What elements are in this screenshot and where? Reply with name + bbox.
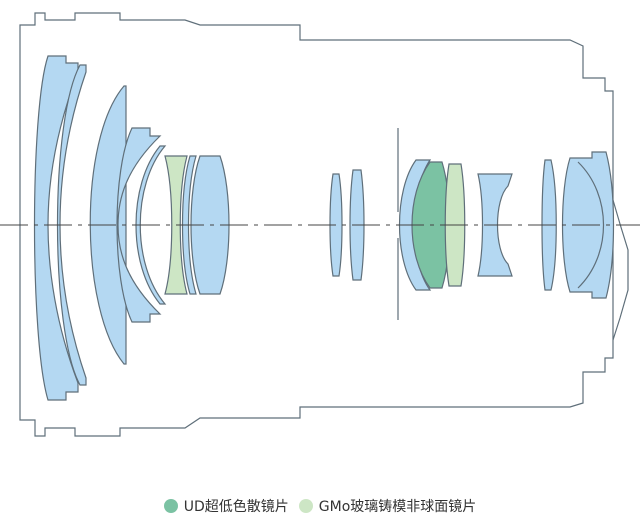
rear-mount-edge xyxy=(612,199,629,341)
gmo-color-swatch xyxy=(298,499,313,513)
lens-element-1 xyxy=(33,55,79,401)
lens-element-14 xyxy=(577,161,604,289)
legend-label-gmo: GMo玻璃铸模非球面镜片 xyxy=(318,499,477,515)
legend-item-gmo: GMo玻璃铸模非球面镜片 xyxy=(298,496,477,516)
lens-barrel-outline xyxy=(19,12,614,437)
lens-element-2 xyxy=(56,64,87,386)
lens-element-4 xyxy=(116,127,162,323)
legend-label-ud: UD超低色散镜片 xyxy=(183,499,289,515)
legend-item-ud: UD超低色散镜片 xyxy=(163,496,289,516)
ud-color-swatch xyxy=(163,499,178,513)
lens-element-5 xyxy=(135,145,167,305)
lens-element-6 xyxy=(181,155,197,295)
legend: UD超低色散镜片 GMo玻璃铸模非球面镜片 xyxy=(0,496,640,516)
